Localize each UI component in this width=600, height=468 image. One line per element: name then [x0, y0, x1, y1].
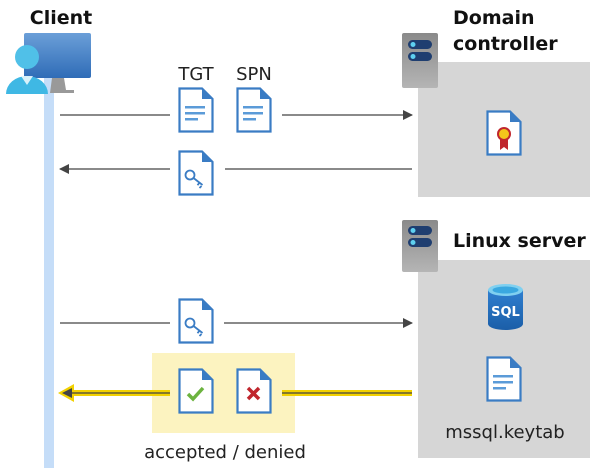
domain-controller-title-2: controller: [453, 33, 558, 55]
tgt-label: TGT: [177, 64, 214, 85]
server-icon: [402, 220, 438, 272]
keytab-document-icon: [486, 356, 522, 402]
linux-server-title: Linux server: [453, 230, 586, 252]
client-lifeline: [44, 78, 54, 468]
keytab-label: mssql.keytab: [445, 422, 564, 443]
ticket-key-document-icon: [178, 150, 214, 196]
domain-controller-title: Domain: [453, 7, 534, 29]
client-title: Client: [30, 7, 92, 29]
result-highlight-box: [152, 353, 295, 433]
sql-database-icon: SQL: [488, 284, 523, 330]
result-label: accepted / denied: [144, 442, 306, 463]
spn-label: SPN: [236, 64, 272, 85]
certificate-document-icon: [486, 110, 522, 156]
denied-document-icon: [236, 368, 272, 414]
arrows: [59, 110, 413, 328]
tgt-document-icon: [178, 87, 214, 133]
accepted-document-icon: [178, 368, 214, 414]
yellow-response-arrow: [58, 384, 412, 402]
spn-document-icon: [236, 87, 272, 133]
client-computer-user-icon: [6, 33, 91, 94]
ticket-key-document-icon: [178, 298, 214, 344]
sql-label: SQL: [491, 305, 520, 320]
server-icon: [402, 33, 438, 88]
